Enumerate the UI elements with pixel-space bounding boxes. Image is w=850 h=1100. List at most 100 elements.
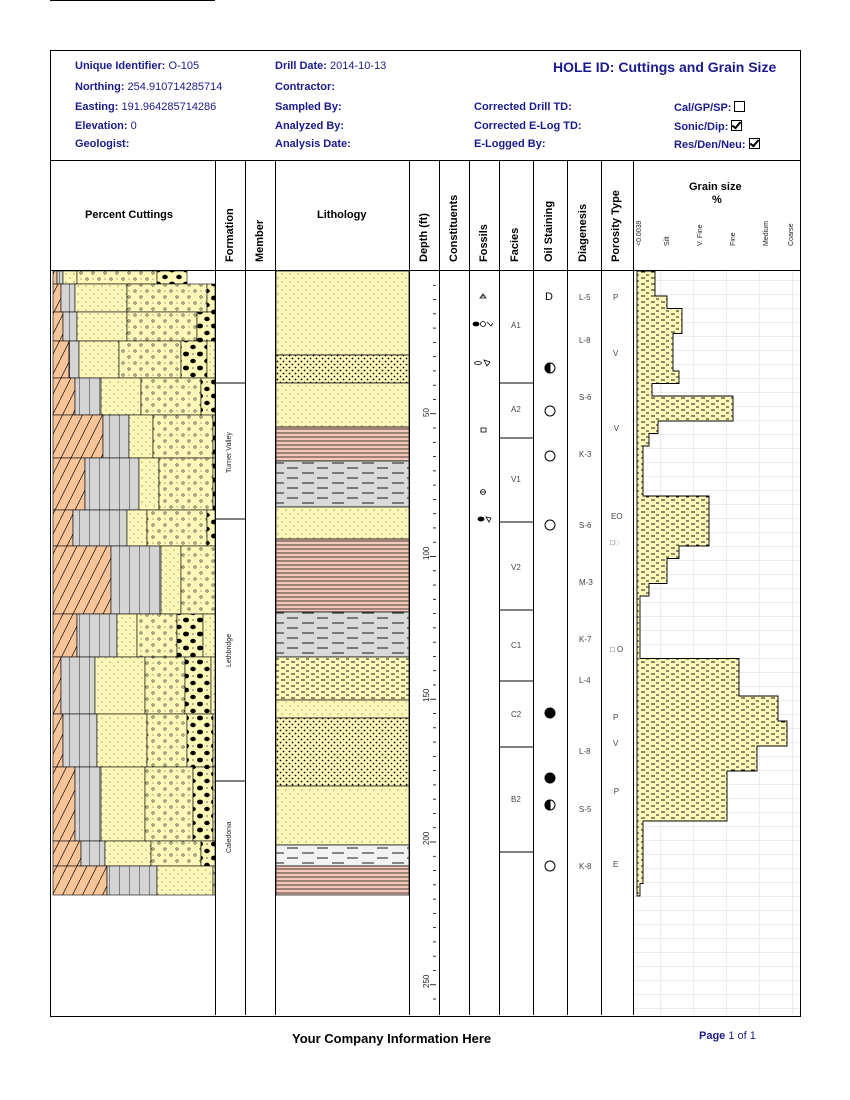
cuttings-segment [138,457,160,511]
cuttings-segment [68,340,80,379]
depth-label: 200 [422,831,431,845]
contractor: Contractor: [275,81,335,93]
sonic-dip-checkbox[interactable] [731,120,743,131]
cuttings-segment [52,311,64,342]
col-sep [533,160,534,1015]
cuttings-segment [184,656,212,715]
grain-size-area [636,270,788,897]
cuttings-segment [206,509,216,547]
cuttings-segment [160,545,182,615]
sonic-dip: Sonic/Dip: [674,120,743,133]
cuttings-segment [156,270,188,285]
cuttings-segment [180,340,208,379]
lithology-unit [275,699,410,719]
lithology-unit [275,611,410,658]
easting: Easting: 191.964285714286 [75,101,217,113]
cuttings-segment [110,545,162,615]
cuttings-segment [94,656,146,715]
oil-staining-symbols [544,362,556,872]
cuttings-segment [96,713,148,768]
diagenesis-label: L-5 [579,293,591,302]
cuttings-segment [212,865,216,896]
lithology-unit [275,844,410,867]
depth-label: 250 [422,974,431,988]
cuttings-segment [150,840,202,867]
corrected-elog-td: Corrected E-Log TD: [474,120,582,132]
grain-size-heading: Grain size [689,181,742,193]
corrected-drill-td: Corrected Drill TD: [474,101,572,113]
depth-scale [430,284,436,1000]
cuttings-segment [80,840,106,867]
cuttings-segment [52,283,62,313]
header-divider [50,160,800,161]
porosity-label: V [613,349,619,358]
porosity-label: V [613,739,619,748]
col-sep [409,160,410,1015]
cuttings-segment [158,457,214,511]
cuttings-segment [62,713,98,768]
top-rule [50,0,215,1]
lithology-unit [275,538,410,613]
lithology-unit [275,270,410,356]
hole-title: HOLE ID: Cuttings and Grain Size [553,59,777,75]
res-den-neu-checkbox[interactable] [748,138,760,149]
facies-label: A1 [511,321,521,330]
lithology-heading: Lithology [317,209,367,221]
cuttings-segment [106,865,158,896]
diagenesis-label: K-7 [579,635,592,644]
cuttings-segment [212,713,216,768]
facies-label: C1 [511,641,522,650]
cuttings-segment [180,545,216,615]
diagenesis-label: K-8 [579,862,592,871]
company-info: Your Company Information Here [292,1031,492,1046]
facies-label: A2 [511,405,521,414]
col-sep [567,160,568,1015]
col-sep [633,160,634,1015]
depth-label: 100 [422,546,431,560]
lithology-log [275,270,410,896]
formation-name: Turner Valley [226,432,233,473]
cuttings-segment [60,656,96,715]
col-sep [601,160,602,1015]
facies-label: B2 [511,795,521,804]
porosity-label: P [613,293,619,302]
cuttings-segment [196,311,216,342]
cal-gp-sp-checkbox[interactable] [734,101,746,112]
oil-staining-letter: D [545,291,553,303]
cuttings-segment [52,713,64,768]
formation-name: Caledonia [226,821,233,853]
cuttings-segment [76,613,118,658]
analyzed-by: Analyzed By: [275,120,345,132]
cuttings-segment [156,865,214,896]
res-den-neu: Res/Den/Neu: [674,138,760,151]
cuttings-segment [136,613,178,658]
cuttings-segment [76,270,158,285]
cuttings-segment [176,613,204,658]
col-sep [439,160,440,1015]
cuttings-segment [78,340,120,379]
cal-gp-sp: Cal/GP/SP: [674,101,746,114]
col-sep [499,160,500,1015]
cuttings-segment [62,311,78,342]
unique-identifier: Unique Identifier: O-105 [75,60,200,72]
cuttings-segment [202,613,216,658]
porosity-label: ◌P [609,787,620,796]
cuttings-segment [74,377,102,416]
formation-name: Lethbridge [226,633,233,667]
cuttings-segment [144,656,186,715]
diagenesis-label: K-3 [579,450,592,459]
lithology-unit [275,354,410,384]
column-head-divider [50,270,800,271]
cuttings-segment [140,377,202,416]
cuttings-segment [52,414,104,459]
lithology-unit [275,382,410,428]
facies-label: C2 [511,710,522,719]
diagenesis-label: L-8 [579,336,591,345]
cuttings-segment [102,414,130,459]
log-frame [50,50,801,1017]
lithology-unit [275,656,410,701]
lithology-unit [275,865,410,896]
col-sep [469,160,470,1015]
cuttings-segment [52,613,78,658]
cuttings-segment [206,340,216,379]
